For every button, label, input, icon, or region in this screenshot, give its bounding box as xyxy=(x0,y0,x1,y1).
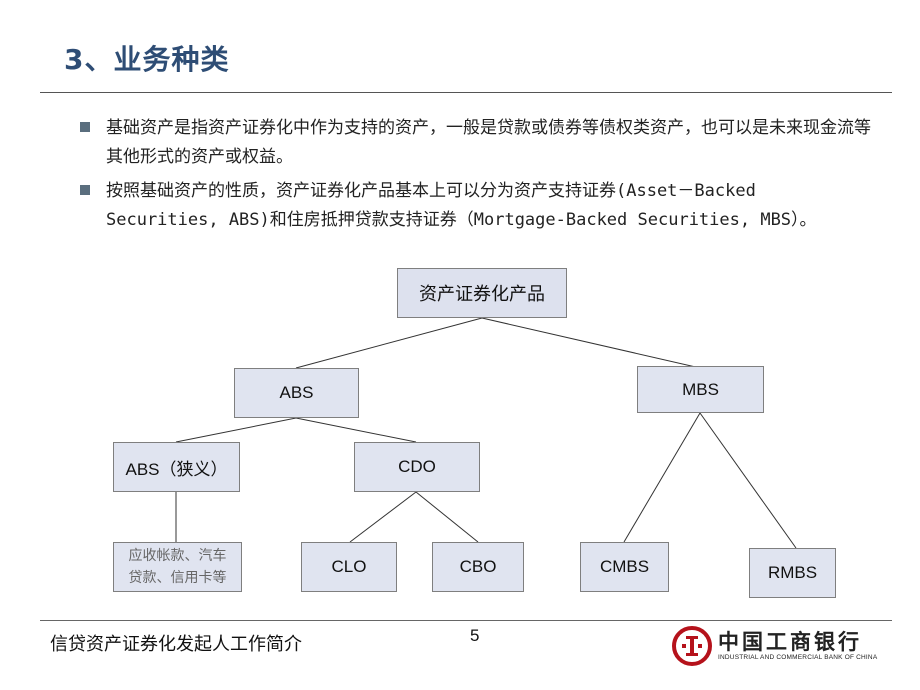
connector-line xyxy=(295,417,417,443)
square-bullet-icon xyxy=(80,122,90,132)
bullet-text: 按照基础资产的性质，资产证券化产品基本上可以分为资产支持证券(Asset－Bac… xyxy=(106,181,817,230)
bullet-text: 基础资产是指资产证券化中作为支持的资产，一般是贷款或债券等债权类资产，也可以是未… xyxy=(106,118,871,167)
icbc-emblem-icon xyxy=(672,626,712,666)
page-number: 5 xyxy=(470,626,480,645)
connector-line xyxy=(175,417,297,443)
node-clo: CLO xyxy=(301,542,397,592)
node-root: 资产证券化产品 xyxy=(397,268,567,318)
node-abs-narrow: ABS（狭义） xyxy=(113,442,240,492)
node-abs: ABS xyxy=(234,368,359,418)
logo-chinese-name: 中国工商银行 xyxy=(718,630,862,654)
footer-title: 信贷资产证券化发起人工作简介 xyxy=(50,634,302,655)
node-cbo: CBO xyxy=(432,542,524,592)
bullet-list: 基础资产是指资产证券化中作为支持的资产，一般是贷款或债券等债权类资产，也可以是未… xyxy=(78,114,878,240)
connector-line xyxy=(295,317,483,369)
node-cmbs: CMBS xyxy=(580,542,669,592)
icbc-logo: 中国工商银行 INDUSTRIAL AND COMMERCIAL BANK OF… xyxy=(670,624,885,670)
title-divider xyxy=(40,92,892,93)
footer-divider xyxy=(40,620,892,621)
node-mbs: MBS xyxy=(637,366,764,413)
receivables-line: 贷款、信用卡等 xyxy=(128,570,227,586)
logo-english-name: INDUSTRIAL AND COMMERCIAL BANK OF CHINA xyxy=(718,654,878,661)
connector-line xyxy=(349,491,417,543)
node-cdo: CDO xyxy=(354,442,480,492)
connector-line xyxy=(415,491,479,543)
receivables-line: 应收帐款、汽车 xyxy=(128,548,227,564)
slide-title: 3、业务种类 xyxy=(64,43,230,76)
connector-line xyxy=(481,317,701,369)
connector-line xyxy=(623,412,701,543)
node-rmbs: RMBS xyxy=(749,548,836,598)
square-bullet-icon xyxy=(80,185,90,195)
bullet-item: 基础资产是指资产证券化中作为支持的资产，一般是贷款或债券等债权类资产，也可以是未… xyxy=(78,114,878,172)
connector-line xyxy=(699,412,797,549)
node-receivables: 应收帐款、汽车 贷款、信用卡等 xyxy=(113,542,242,592)
bullet-item: 按照基础资产的性质，资产证券化产品基本上可以分为资产支持证券(Asset－Bac… xyxy=(78,177,878,235)
